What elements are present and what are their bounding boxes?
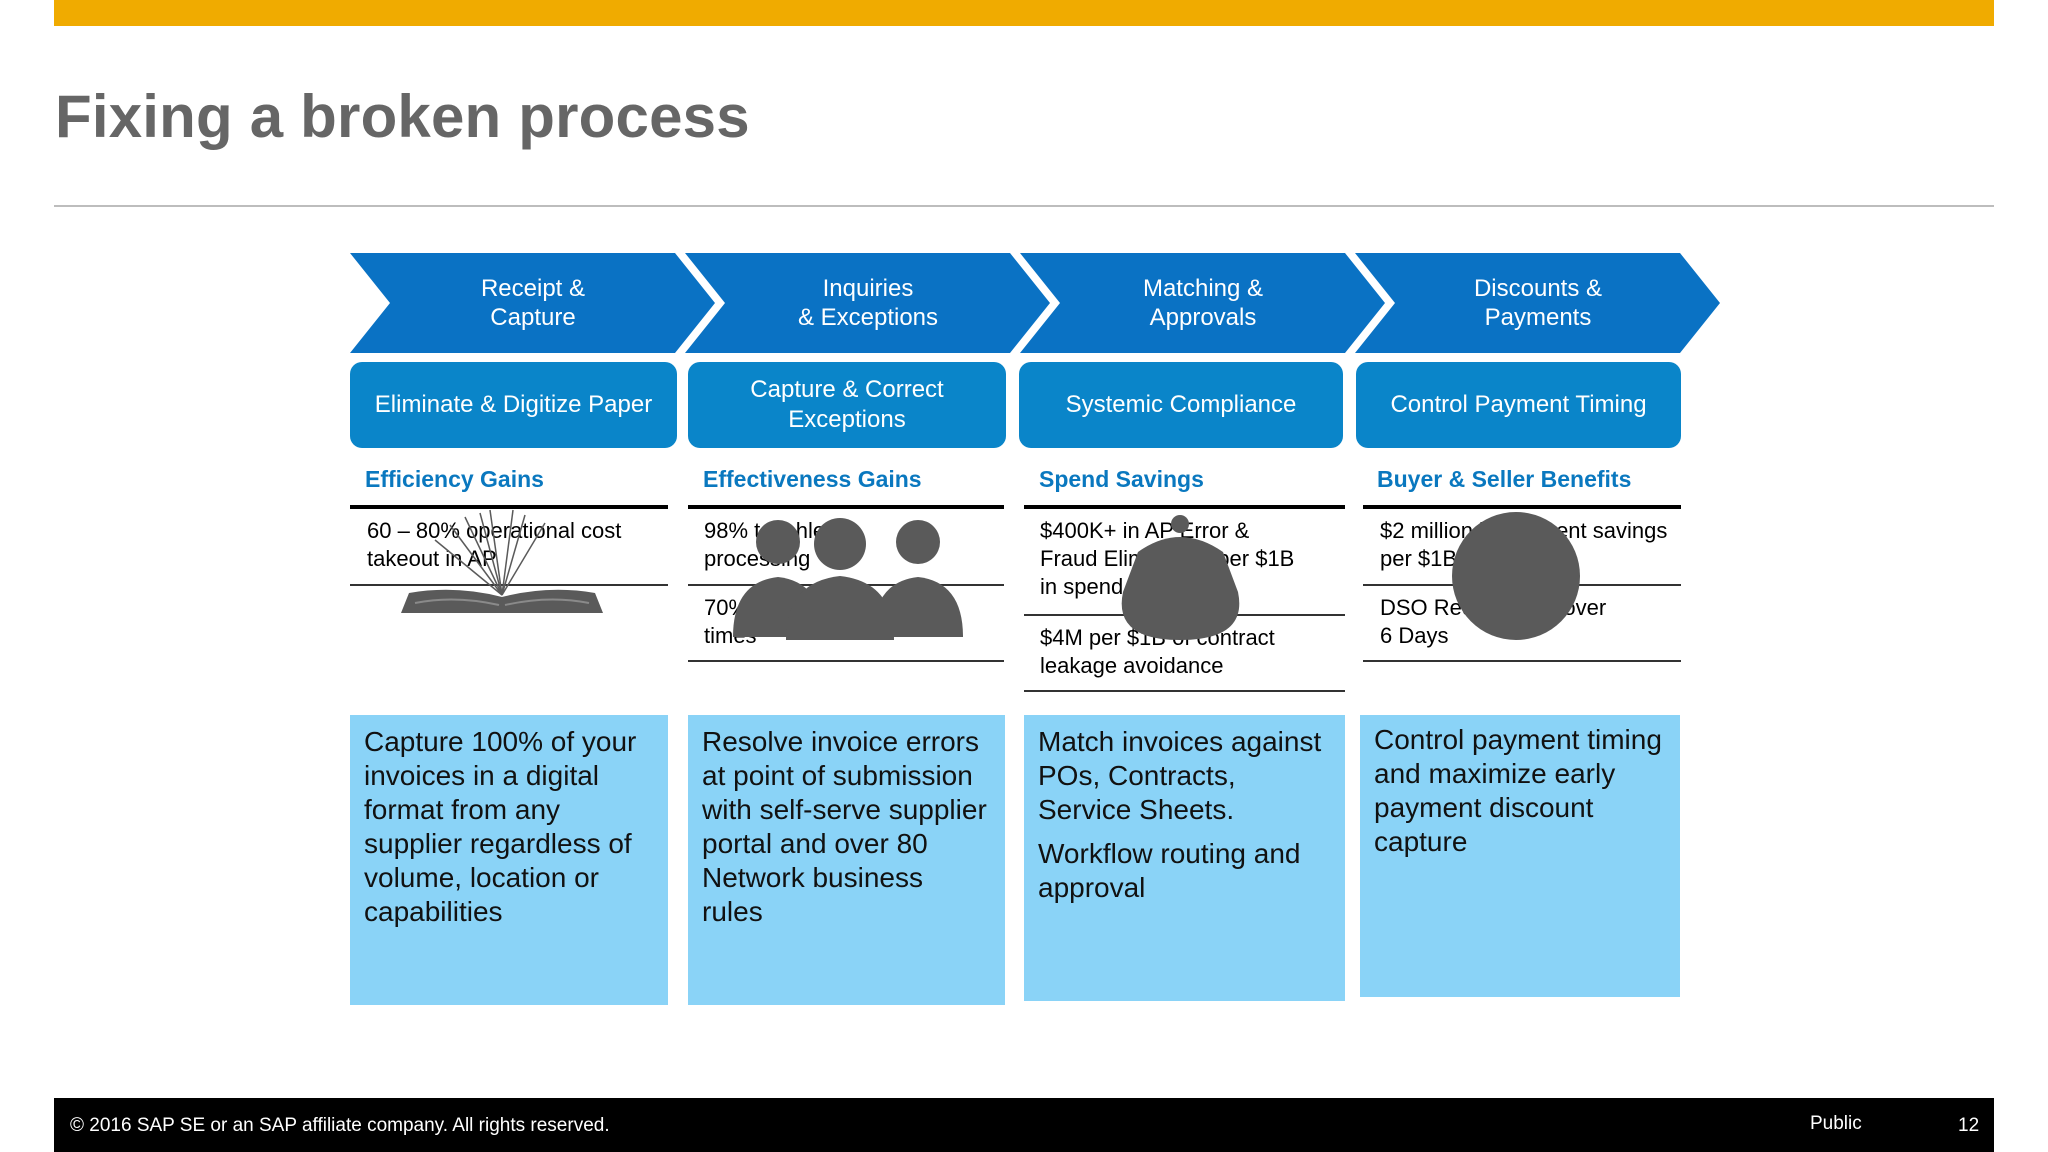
gain-heading-efficiency: Efficiency Gains xyxy=(365,466,544,492)
gain-heading-buyer-seller: Buyer & Seller Benefits xyxy=(1377,466,1632,492)
gain-rule xyxy=(1363,505,1681,509)
description-box-discounts: Control payment timing and maximize earl… xyxy=(1360,715,1680,997)
chevron-step-3 xyxy=(1020,253,1385,353)
pill-control-payment-timing: Control Payment Timing xyxy=(1356,362,1681,448)
open-book-icon xyxy=(401,509,603,613)
gain-divider xyxy=(688,660,1004,662)
chevron-label-3: Matching &Approvals xyxy=(1142,275,1264,331)
description-box-receipt: Capture 100% of your invoices in a digit… xyxy=(350,715,668,1005)
top-accent-bar xyxy=(54,0,1994,26)
description-box-matching: Match invoices against POs, Contracts, S… xyxy=(1024,715,1345,1001)
title-divider xyxy=(54,205,1994,207)
pill-eliminate-digitize-paper: Eliminate & Digitize Paper xyxy=(350,362,677,448)
gain-divider xyxy=(350,584,668,586)
chevron-step-4 xyxy=(1355,253,1720,353)
footer-bar: © 2016 SAP SE or an SAP affiliate compan… xyxy=(54,1098,1994,1152)
gain-rule xyxy=(1024,505,1345,509)
pill-systemic-compliance: Systemic Compliance xyxy=(1019,362,1343,448)
people-group-icon xyxy=(733,518,963,640)
gain-rule xyxy=(350,505,668,509)
gain-heading-spend-savings: Spend Savings xyxy=(1039,466,1204,492)
chevron-label-4: Discounts &Payments xyxy=(1473,275,1603,331)
copyright-text: © 2016 SAP SE or an SAP affiliate compan… xyxy=(70,1115,610,1136)
classification-label: Public xyxy=(1810,1113,1862,1134)
gain-divider xyxy=(1363,660,1681,662)
chevron-step-1 xyxy=(350,253,715,353)
slide-title: Fixing a broken process xyxy=(55,83,750,150)
chevron-step-2 xyxy=(685,253,1050,353)
description-box-inquiries: Resolve invoice errors at point of submi… xyxy=(688,715,1005,1005)
gain-heading-effectiveness: Effectiveness Gains xyxy=(703,466,922,492)
chevron-label-1: Receipt &Capture xyxy=(480,275,586,331)
coin-purse-icon xyxy=(1121,515,1240,640)
chevron-label-2: Inquiries& Exceptions xyxy=(797,275,939,331)
process-chevrons xyxy=(350,253,1720,353)
gain-rule xyxy=(688,505,1004,509)
gain-divider xyxy=(1024,690,1345,692)
page-number: 12 xyxy=(1958,1115,1980,1136)
coin-icon xyxy=(1452,512,1580,640)
